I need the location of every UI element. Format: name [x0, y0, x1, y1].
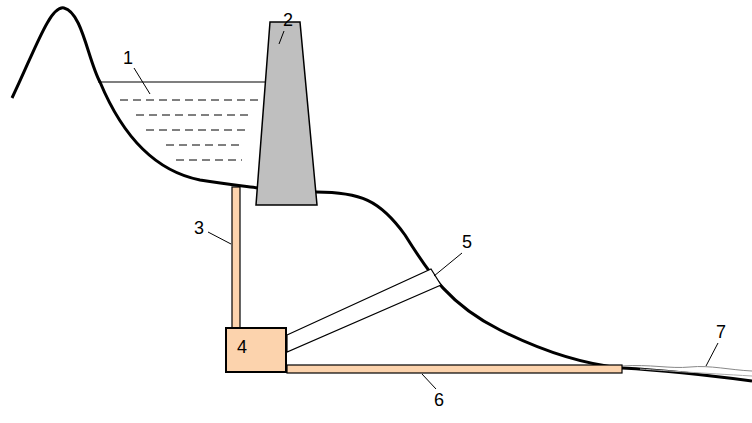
dam [256, 22, 317, 205]
terrain-upstream [12, 8, 258, 188]
callout-number: 4 [237, 337, 247, 357]
callout-number: 5 [462, 232, 472, 252]
turbine-house: 4 [225, 327, 287, 373]
river-water [640, 369, 752, 376]
callout-number: 3 [194, 218, 204, 238]
callout-number: 7 [716, 322, 726, 342]
terrain-downstream [316, 192, 622, 368]
tunnel [287, 269, 441, 352]
water-dashes [120, 100, 258, 160]
leader-lines [134, 31, 718, 389]
callout-number: 6 [434, 390, 444, 410]
callout-number: 2 [283, 10, 293, 30]
tailrace-pipe [287, 365, 622, 373]
callout-number: 1 [123, 48, 133, 68]
river-water [622, 366, 752, 371]
water-surface [98, 81, 272, 82]
penstock [232, 187, 240, 328]
river-bed [622, 368, 752, 381]
